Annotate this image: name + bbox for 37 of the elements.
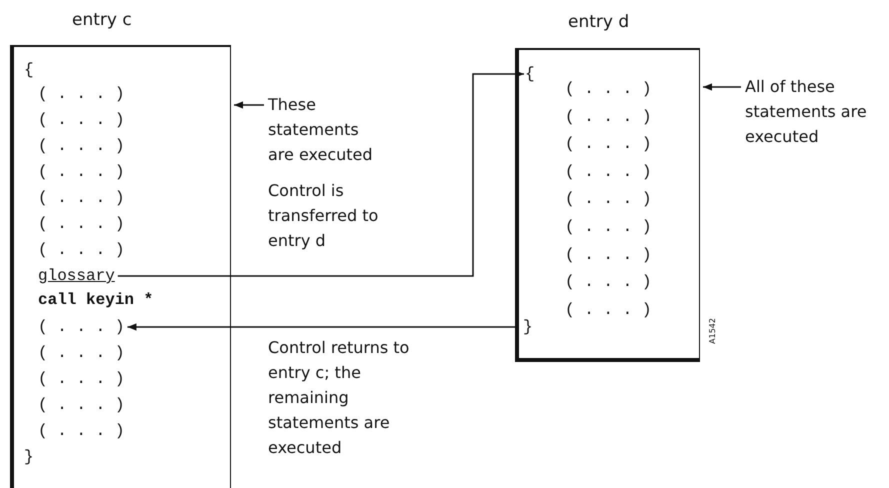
code-line: ( . . . ) <box>38 317 124 337</box>
arrow <box>118 70 524 277</box>
code-line: ( . . . ) <box>38 110 124 130</box>
code-line: ( . . . ) <box>38 343 124 363</box>
annotation-text: All of these statements are executed <box>745 74 885 149</box>
code-line: ( . . . ) <box>38 421 124 441</box>
arrow <box>703 83 741 91</box>
arrow <box>234 101 264 109</box>
annotation-text: These statements are executed <box>268 92 378 167</box>
code-line: ( . . . ) <box>565 189 652 210</box>
entry-heading: entry c <box>72 10 132 30</box>
code-line: ( . . . ) <box>565 79 652 99</box>
code-line: glossary <box>38 266 115 286</box>
code-line: } <box>24 447 34 467</box>
edge-label: Control returns to entry c; the remaining statements are executed <box>268 337 410 459</box>
code-line: ( . . . ) <box>38 214 124 234</box>
code-line: ( . . . ) <box>565 162 652 182</box>
code-line: ( . . . ) <box>38 240 124 260</box>
code-line: ( . . . ) <box>565 217 652 237</box>
code-line: ( . . . ) <box>38 162 124 182</box>
code-line: ( . . . ) <box>38 369 124 389</box>
code-line: } <box>523 317 533 337</box>
code-line: ( . . . ) <box>38 84 124 104</box>
code-line: ( . . . ) <box>38 188 124 208</box>
code-line: { <box>525 64 535 84</box>
code-line: ( . . . ) <box>565 272 652 292</box>
code-line: call keyin * <box>38 290 154 310</box>
code-line: { <box>24 60 34 80</box>
entry-heading: entry d <box>568 12 630 32</box>
figure-number: A1542 <box>708 318 717 344</box>
code-line: ( . . . ) <box>565 134 652 154</box>
code-line: ( . . . ) <box>565 244 652 265</box>
code-line: ( . . . ) <box>38 136 124 156</box>
code-line: ( . . . ) <box>565 300 652 320</box>
code-line: ( . . . ) <box>38 395 124 415</box>
edge-label: Control is transferred to entry d <box>268 180 380 252</box>
code-line: ( . . . ) <box>565 106 652 127</box>
